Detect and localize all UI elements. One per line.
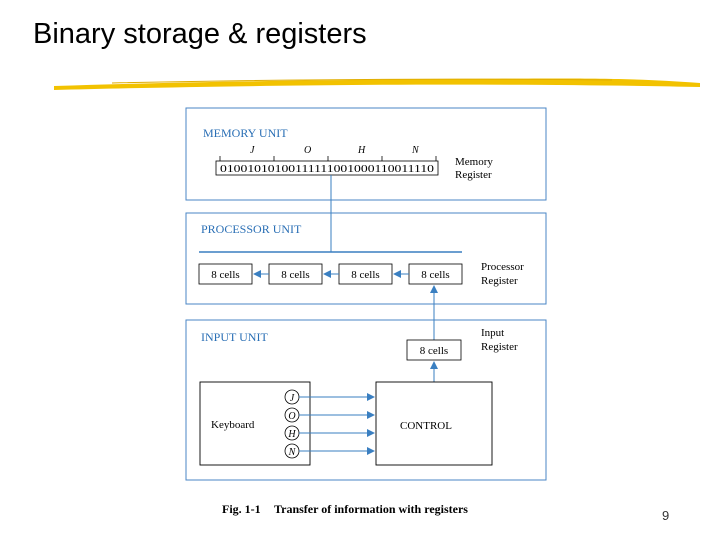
processor-unit-panel [185, 212, 547, 305]
key-n-label: N [288, 447, 297, 458]
input-register-cell [406, 339, 462, 361]
figure-caption-number: Fig. 1-1 [222, 502, 261, 516]
memory-letter-h: H [357, 145, 366, 156]
figure-caption-text: Transfer of information with registers [274, 502, 468, 516]
input-register-label-2: Register [481, 341, 518, 353]
control-label: CONTROL [400, 420, 452, 432]
key-j-label: J [290, 393, 295, 404]
processor-unit-label: PROCESSOR UNIT [201, 222, 302, 236]
input-register-cell-label: 8 cells [420, 345, 448, 357]
input-register-label-1: Input [481, 327, 504, 339]
key-h: H [284, 425, 300, 441]
page-number: 9 [662, 508, 670, 523]
key-o-label: O [288, 411, 295, 422]
memory-bits: 01001010100111111001000110011110 [220, 164, 434, 175]
processor-cell-2-label: 8 cells [281, 269, 309, 281]
memory-word-markers [219, 156, 437, 161]
keyboard-label: Keyboard [211, 419, 255, 431]
memory-letter-j: J [250, 145, 255, 156]
memory-letter-o: O [304, 145, 311, 156]
title-underline [54, 78, 700, 90]
slide-title: Binary storage & registers [33, 18, 367, 50]
key-n: N [284, 443, 300, 459]
memory-unit-panel [185, 107, 547, 201]
key-o: O [284, 407, 300, 423]
key-h-label: H [287, 429, 296, 440]
memory-letter-n: N [411, 145, 420, 156]
processor-register-label-2: Register [481, 275, 518, 287]
input-unit-label: INPUT UNIT [201, 330, 268, 344]
processor-cell-1-label: 8 cells [211, 269, 239, 281]
processor-cell-1 [198, 263, 253, 285]
memory-register-label-2: Register [455, 169, 492, 181]
memory-unit-label: MEMORY UNIT [203, 126, 288, 140]
processor-cell-3-label: 8 cells [351, 269, 379, 281]
memory-register-box [215, 160, 439, 176]
control-box [375, 381, 493, 466]
memory-register-label-1: Memory [455, 156, 493, 168]
processor-register-label-1: Processor [481, 261, 524, 273]
key-to-control-arrows [299, 393, 375, 455]
processor-cell-4-label: 8 cells [421, 269, 449, 281]
key-j: J [284, 389, 300, 405]
